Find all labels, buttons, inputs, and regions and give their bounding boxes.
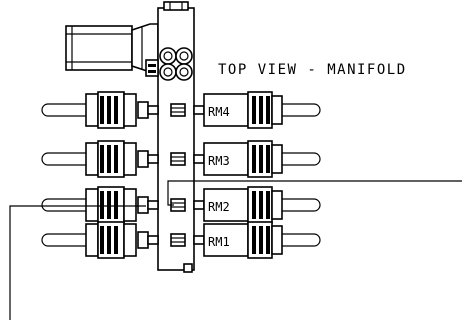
right-valve-rm3: RM3 bbox=[193, 140, 321, 178]
valve-label-rm4: RM4 bbox=[208, 105, 230, 119]
right-valve-rm1: RM1 bbox=[193, 221, 321, 259]
left-valve-rm3 bbox=[41, 140, 159, 178]
drawing-title: TOP VIEW - MANIFOLD bbox=[218, 62, 407, 78]
manifold-block bbox=[145, 1, 195, 273]
right-valve-rm2: RM2 bbox=[193, 186, 321, 224]
valve-label-rm1: RM1 bbox=[208, 235, 230, 249]
left-valve-rm2 bbox=[41, 186, 159, 224]
upper-actuator-bracket bbox=[65, 23, 159, 73]
left-valve-rm4 bbox=[41, 91, 159, 129]
valve-label-rm3: RM3 bbox=[208, 154, 230, 168]
leader-lines bbox=[9, 180, 462, 320]
right-valve-rm4: RM4 bbox=[193, 91, 321, 129]
left-valve-rm1 bbox=[41, 221, 159, 259]
valve-label-rm2: RM2 bbox=[208, 200, 230, 214]
